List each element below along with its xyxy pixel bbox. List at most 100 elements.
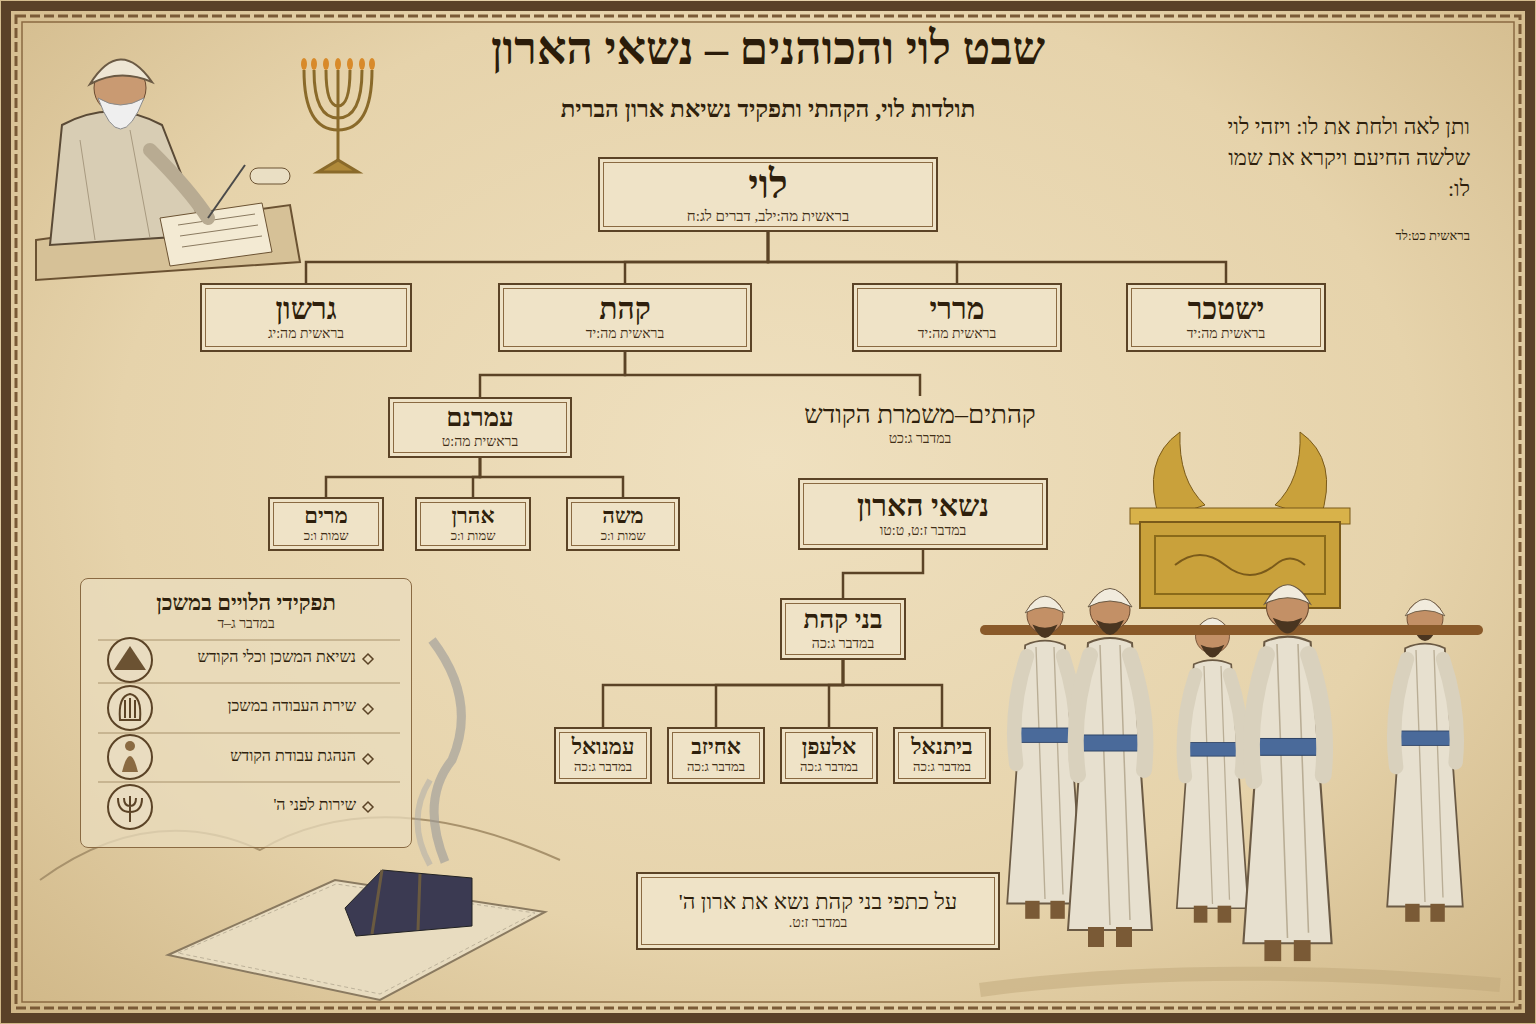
verse-reference: במדבר ג:כה (687, 759, 745, 775)
son-box: מרריבראשית מה:יד (852, 283, 1062, 352)
verse-reference: במדבר ז:ט. (789, 914, 848, 932)
node-heading: מררי (929, 292, 984, 325)
illustration-part (359, 58, 365, 70)
node-heading: על כתפי בני קהת נשא את ארון ה' (679, 890, 958, 914)
illustration-part (108, 638, 152, 829)
illustration-part (347, 58, 353, 70)
illustration-part (345, 870, 472, 936)
node-heading: נשאי הארון (857, 489, 989, 522)
verse-box: על כתפי בני קהת נשא את ארון ה'במדבר ז:ט. (636, 872, 1000, 950)
illustration-part (250, 168, 290, 184)
node-heading: ישטכר (1188, 292, 1265, 325)
illustration-part (311, 58, 317, 70)
tree-connector (843, 550, 923, 598)
illustration-part (418, 780, 431, 865)
tree-connector (625, 352, 920, 396)
verse-reference: במדבר ז:ט, ט:טו (880, 522, 967, 540)
node-heading: אחיזב (691, 735, 741, 759)
illustration-part (301, 58, 307, 70)
illustration-part (22, 22, 1514, 1002)
illustration-part (150, 150, 208, 218)
illustration-part (98, 98, 144, 129)
illustration-part (369, 58, 375, 70)
tree-connector (829, 660, 843, 727)
verse-reference: בראשית מה:ילב, דברים לג:ח (687, 207, 849, 226)
scribe-illustration (36, 59, 300, 280)
illustration-part (108, 785, 152, 829)
illustration-part (980, 974, 1500, 990)
tree-connector (768, 232, 1226, 283)
illustration-part (363, 654, 373, 812)
son-box: גרשוןבראשית מה:יג (200, 283, 412, 352)
illustration-part (98, 782, 400, 783)
verse-reference: במדבר ג:כה (800, 759, 858, 775)
node-heading: גרשון (275, 292, 336, 325)
verse-reference: שמות ו:כ (304, 528, 349, 544)
node-heading: קהת (599, 292, 651, 325)
illustration-part (1275, 432, 1327, 520)
illustration-part (108, 686, 152, 730)
tree-connector (625, 232, 768, 283)
illustration-part (432, 640, 461, 862)
illustration-part (1243, 585, 1331, 961)
illustration-part (363, 802, 373, 812)
name-box: עמנואלבמדבר ג:כה (554, 727, 652, 784)
verse-reference: בראשית מה:ט (442, 433, 518, 451)
menorah (301, 58, 375, 172)
illustration-part (1068, 589, 1152, 948)
illustration-part (1175, 555, 1305, 575)
illustration-part (363, 704, 373, 714)
role-item: שירות לפני ה' (273, 796, 356, 814)
verse-reference: שמות ו:כ (451, 528, 496, 544)
illustration-part (363, 654, 373, 664)
family-box: בני קהתבמדבר ג:כה (780, 598, 906, 660)
verse-reference: שמות ו:כ (601, 528, 646, 544)
illustration-part (318, 160, 358, 172)
tree-connector (326, 458, 480, 497)
verse-reference: בראשית מה:יד (918, 325, 996, 343)
illustration-part (208, 165, 245, 218)
node-heading: משה (602, 504, 643, 528)
verse-reference: במדבר ג:כה (574, 759, 632, 775)
role-item: הנהגת עבודת הקודש (230, 747, 356, 765)
tree-connector (716, 660, 843, 727)
node-heading: לוי (748, 163, 787, 207)
verse-reference: במדבר ג–ד (217, 615, 274, 633)
verse-reference: במדבר ג:כט (889, 430, 952, 448)
node-heading: ביתנאל (911, 735, 972, 759)
clan-heading: קהתים–משמרת הקודשבמדבר ג:כט (780, 396, 1060, 452)
child-box: אהרןשמות ו:כ (415, 497, 531, 551)
illustration-part (335, 58, 341, 70)
illustration-part (304, 70, 372, 130)
role-item: נשיאת המשכן וכלי הקודש (198, 648, 356, 666)
illustration-part (108, 735, 152, 779)
name-box: ביתנאלבמדבר ג:כה (893, 727, 991, 784)
child-box: מריםשמות ו:כ (268, 497, 384, 551)
root-box: לויבראשית מה:ילב, דברים לג:ח (598, 157, 938, 232)
ark-bearers (980, 432, 1500, 990)
verse-reference: בראשית מה:יד (1187, 325, 1265, 343)
node-heading: מרים (304, 504, 347, 528)
name-box: אחיזבבמדבר ג:כה (667, 727, 765, 784)
verse-reference: במדבר ג:כה (913, 759, 971, 775)
family-box: עמרנםבראשית מה:ט (388, 397, 572, 458)
verse-reference: בראשית מה:יד (586, 325, 664, 343)
illustration-part (178, 214, 262, 247)
illustration-part (1140, 522, 1340, 608)
node-heading: קהתים–משמרת הקודש (804, 401, 1036, 430)
illustration-part (1155, 536, 1325, 594)
node-heading: אלעפן (802, 735, 856, 759)
illustration-part (160, 203, 272, 266)
illustration-part (125, 741, 135, 751)
illustration-part (118, 796, 142, 822)
illustration-part (80, 130, 150, 240)
illustration-part (363, 754, 373, 764)
tree-connector (843, 660, 942, 727)
node-heading: עמנואל (572, 735, 635, 759)
illustration-part (372, 870, 420, 934)
verse-quote: ותן לאה ולחת את לו: ויזהי לוי שלשה החיעם… (1208, 112, 1470, 204)
illustration-part (120, 694, 141, 720)
subtitle: תולדות לוי, הקהתי ותפקיד נשיאת ארון הברי… (561, 96, 976, 123)
son-box: קהתבראשית מה:יד (498, 283, 752, 352)
